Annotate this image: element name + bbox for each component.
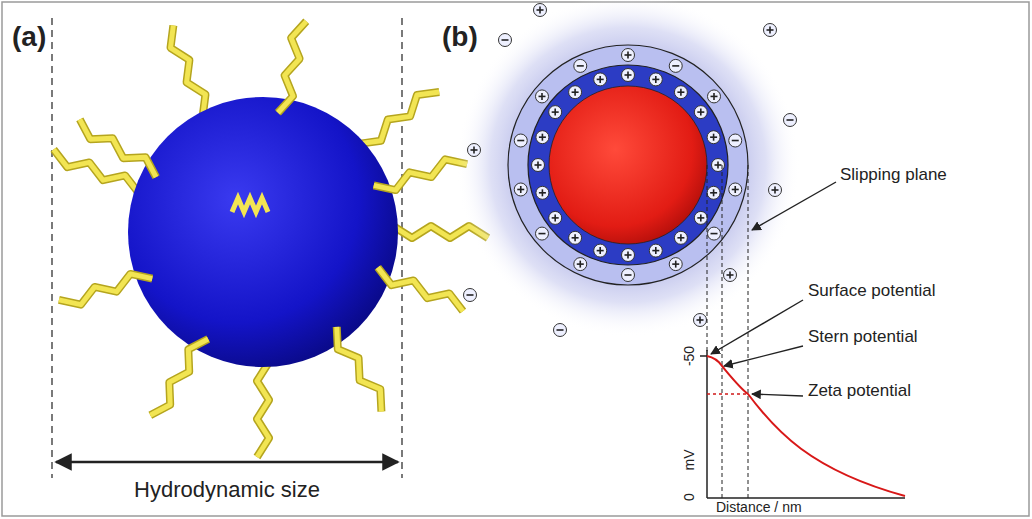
cation-symbol [708,90,721,103]
anion-symbol [708,227,721,240]
dashed-guide [707,165,708,352]
axis-label: 0 [682,493,697,501]
ligand-chain [374,159,467,190]
cation-symbol [674,86,687,99]
cation-symbol [594,244,607,257]
cation-symbol [724,269,737,282]
anion-symbol [554,324,567,337]
leader-line [752,394,803,396]
cation-symbol [712,159,725,172]
cation-symbol [622,249,635,262]
callout-label: Distance / nm [716,500,802,515]
cation-symbol [549,211,562,224]
ligand-chain [359,92,439,144]
cation-symbol [594,73,607,86]
anion-symbol [574,59,587,72]
cation-symbol [574,258,587,271]
leader-line [724,346,803,366]
slipping-plane [508,45,748,285]
axis-label: -50 [682,346,697,366]
ligand-chain [150,339,208,415]
ligand-chain [359,92,439,144]
cation-symbol [535,90,548,103]
cation-symbol [622,49,635,62]
panel-letter: (b) [442,22,478,53]
cation-symbol [468,144,481,157]
anion-symbol [499,34,512,47]
ligand-chain [257,362,269,457]
x-axis [707,497,905,499]
cation-symbol [549,106,562,119]
leader-line [711,300,803,354]
ligand-chain [232,198,268,212]
cation-symbol [536,131,549,144]
size-arrow [56,461,398,464]
anion-symbol [784,114,797,127]
cation-symbol [769,184,782,197]
leader-line [752,182,836,230]
anion-symbol [729,134,742,147]
cation-symbol [674,231,687,244]
axis-label: mV [682,450,697,471]
cation-symbol [569,86,582,99]
anion-symbol [514,134,527,147]
callout-label: Hydrodynamic size [134,478,320,502]
callout-label: Slipping plane [840,166,947,185]
ligand-chain [337,327,382,412]
ligand-chain [278,21,306,112]
cation-symbol [649,244,662,257]
callout-label: Zeta potential [808,382,911,401]
cation-symbol [707,131,720,144]
ligand-chain [378,267,463,311]
ligand-chain [278,21,306,112]
zeta-level [707,393,748,395]
anion-symbol [669,59,682,72]
ligand-chain [374,159,467,190]
cation-symbol [622,69,635,82]
callout-label: Surface potential [808,282,936,301]
ligand-chain [257,362,269,457]
cation-symbol [649,73,662,86]
y-axis [706,350,708,498]
nanoparticle-core [128,97,398,367]
ligand-chain [171,26,206,117]
panel-letter: (a) [12,22,46,53]
anion-symbol [464,289,477,302]
cation-symbol [764,24,777,37]
cation-symbol [536,186,549,199]
cation-symbol [534,4,547,17]
ligand-chain [59,274,152,305]
cation-symbol [729,183,742,196]
cation-symbol [694,106,707,119]
callout-label: Stern potential [808,328,918,347]
dashed-guide [51,18,52,478]
ligand-chain [171,26,206,117]
dashed-guide [722,165,723,498]
ligand-chain [150,339,208,415]
cation-symbol [707,186,720,199]
ligand-chain [337,327,382,412]
dashed-guide [401,18,402,478]
potential-curve [707,356,905,496]
cation-symbol [532,159,545,172]
anion-symbol [622,269,635,282]
cation-symbol [569,231,582,244]
cation-symbol [694,211,707,224]
cation-symbol [669,258,682,271]
anion-symbol [535,227,548,240]
particle [549,86,707,244]
cation-symbol [514,183,527,196]
stern-layer [528,65,728,265]
tick [700,355,707,357]
ligand-chain [378,267,463,311]
ligand-chain [80,119,156,177]
ligand-chain [80,119,156,177]
ligand-chain [59,274,152,305]
cation-symbol [694,314,707,327]
